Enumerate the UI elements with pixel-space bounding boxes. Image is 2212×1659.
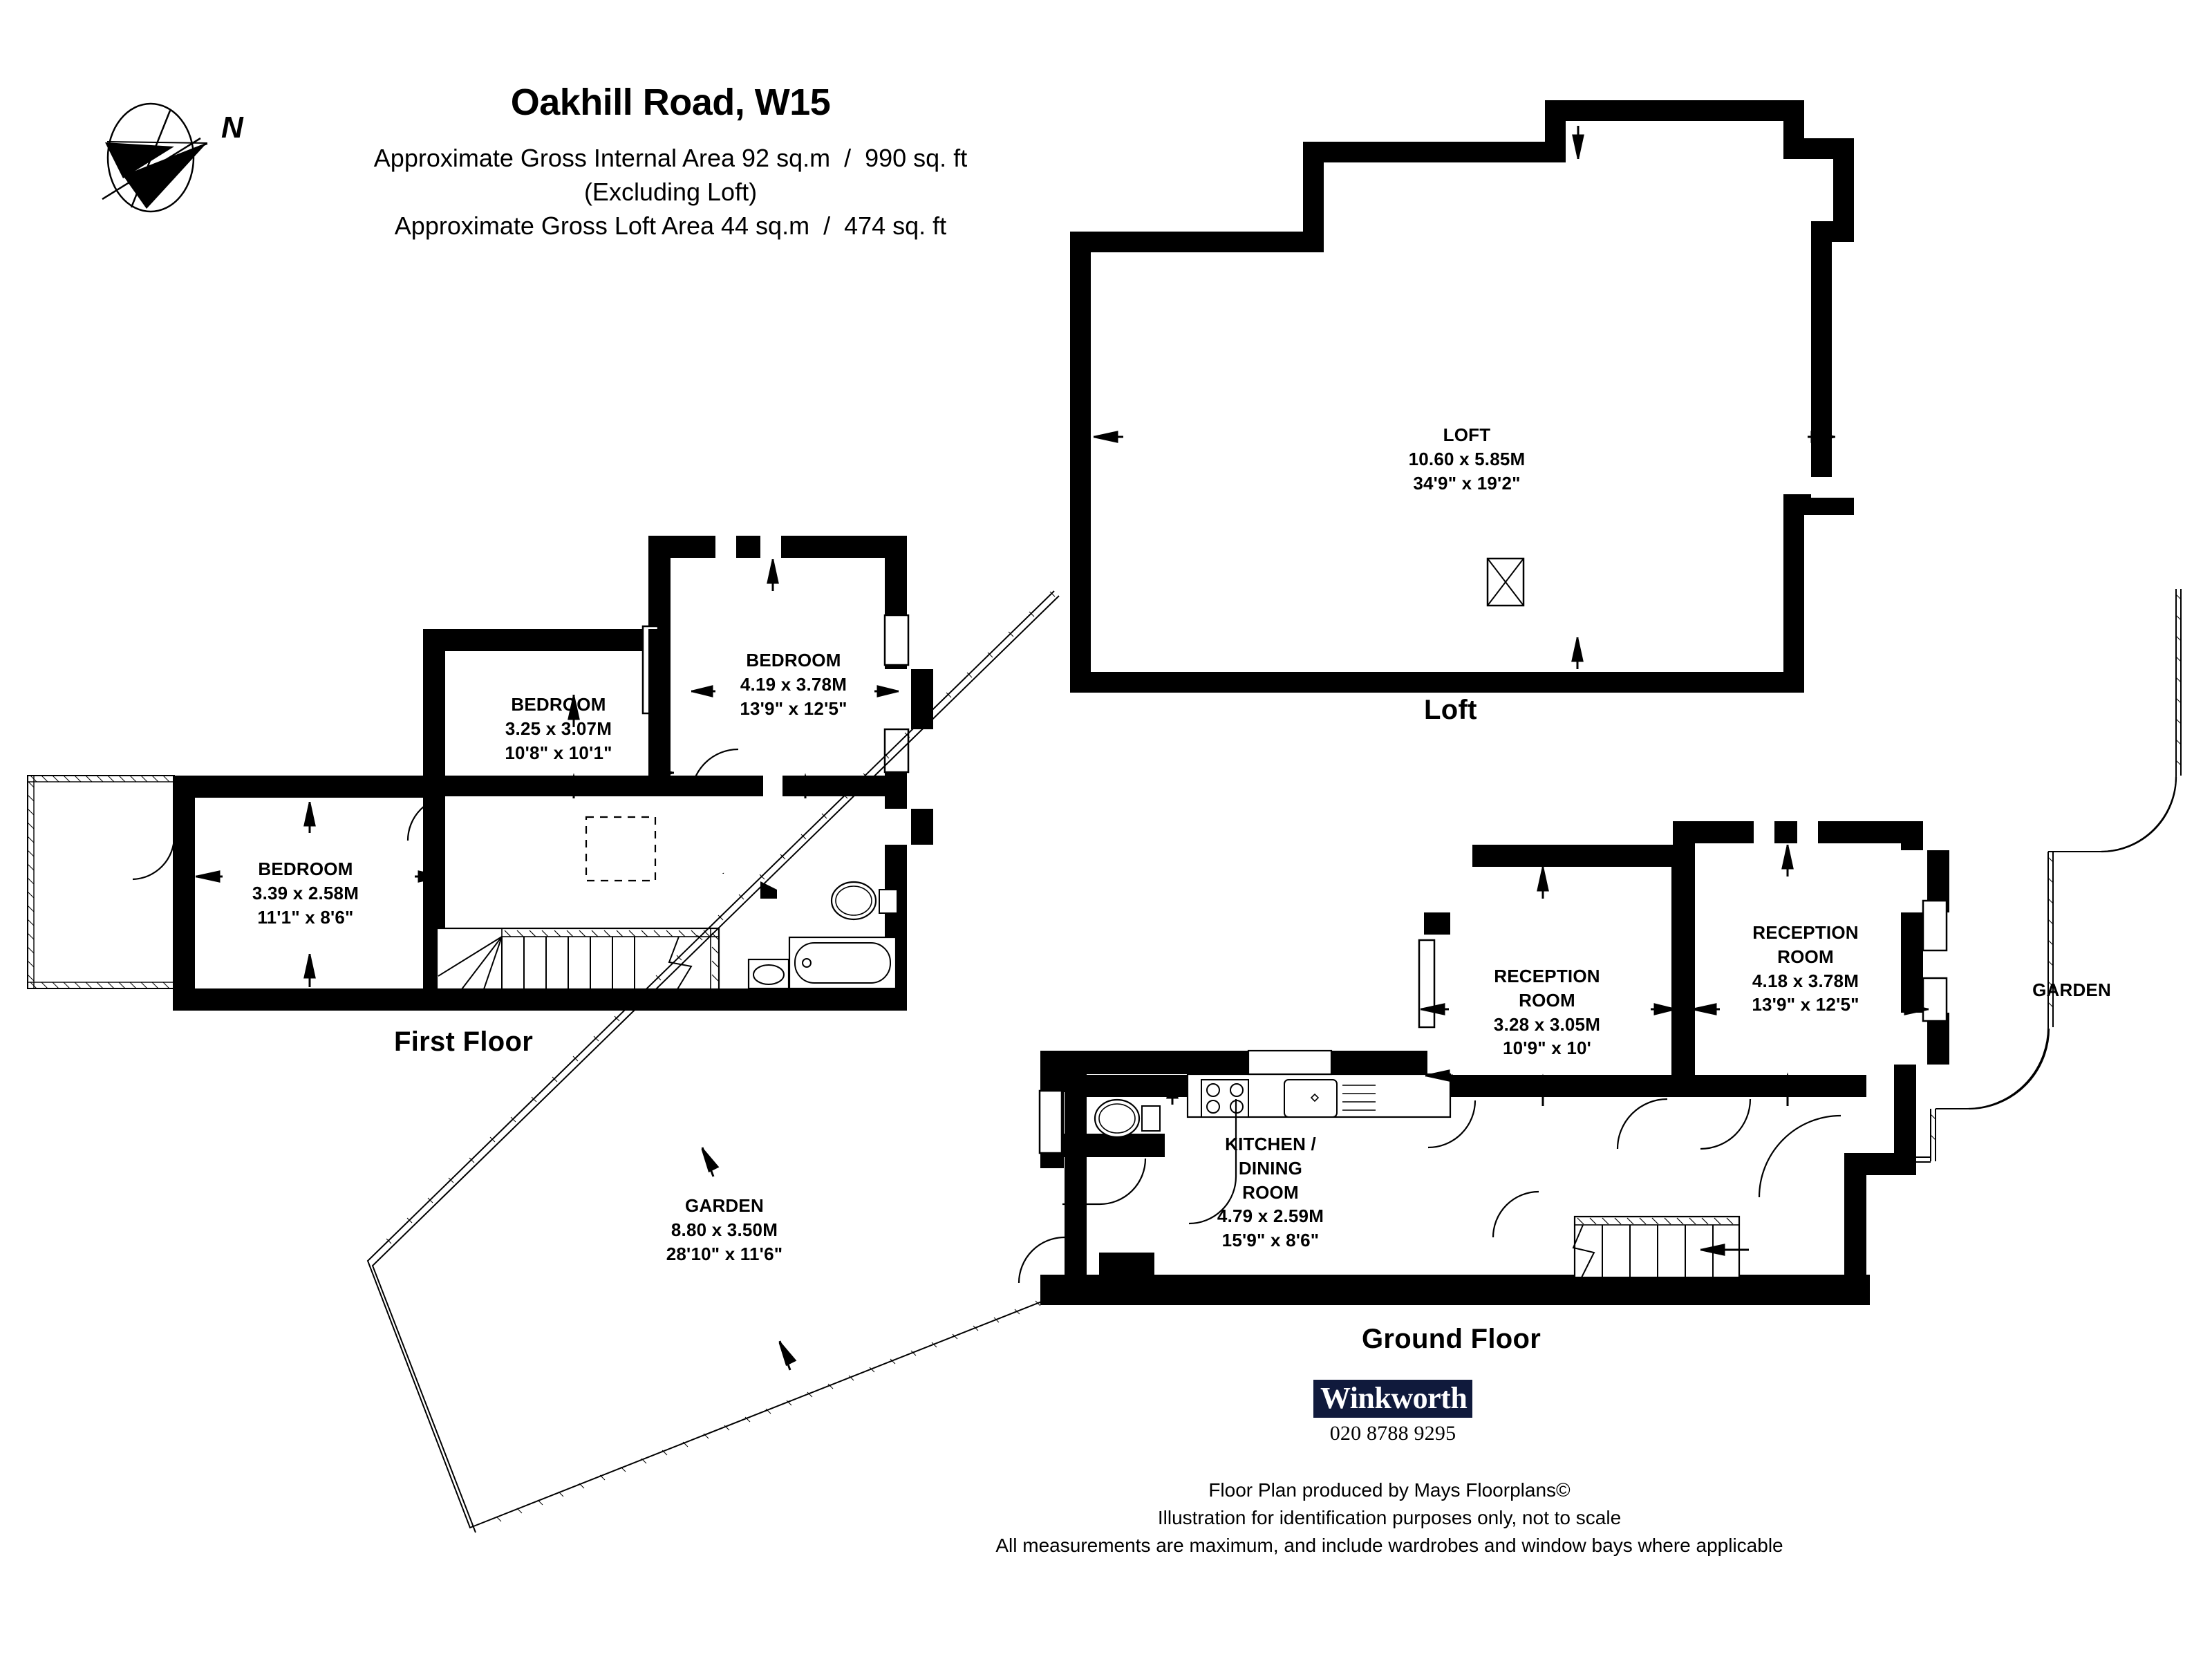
room-name-line3: ROOM — [1242, 1181, 1299, 1203]
area-line-excluding-loft: (Excluding Loft) — [583, 177, 758, 206]
floor-caption-loft: Loft — [1424, 695, 1477, 725]
room-name: BEDROOM — [746, 650, 841, 671]
first-floor-rear-boundary — [27, 775, 175, 989]
room-name-line2: ROOM — [1519, 989, 1575, 1011]
room-metric: 3.28 x 3.05M — [1493, 1013, 1601, 1035]
room-name: BEDROOM — [511, 694, 606, 715]
room-name-line2: ROOM — [1777, 946, 1834, 967]
ground-floor-dimension-arrows — [1068, 845, 1929, 1284]
room-label-kitchen-dining: KITCHEN / DINING ROOM 4.79 x 2.59M 15'9"… — [1217, 1132, 1324, 1253]
garden-main-boundary — [366, 590, 1082, 1533]
ground-wc-toilet — [1094, 1098, 1161, 1138]
footer-note-measurements: All measurements are maximum, and includ… — [995, 1534, 1783, 1556]
room-metric: 3.39 x 2.58M — [252, 882, 359, 903]
first-floor-door-rear-left — [132, 836, 176, 881]
first-floor-stairs — [435, 927, 720, 991]
ground-door-swings — [1018, 1098, 1841, 1284]
loft-hatch-icon — [1486, 557, 1525, 607]
footer-notes: Floor Plan produced by Mays Floorplans© … — [843, 1477, 1936, 1559]
room-name-line1: RECEPTION — [1494, 966, 1600, 986]
ground-kitchen-walls — [1038, 1051, 1870, 1305]
room-imperial: 34'9" x 19'2" — [1413, 472, 1521, 494]
room-metric: 4.18 x 3.78M — [1752, 970, 1859, 991]
garden-dimension-arrows — [701, 1147, 797, 1371]
first-floor-floorplan — [27, 536, 933, 1011]
room-name-line2: DINING — [1238, 1157, 1303, 1179]
room-metric: 4.79 x 2.59M — [1217, 1206, 1324, 1227]
compass-icon — [102, 102, 208, 213]
agency-logo-text: Winkworth — [1313, 1380, 1472, 1418]
ground-kitchen-counter — [1186, 1049, 1452, 1118]
room-metric: 4.19 x 3.78M — [740, 673, 847, 695]
first-floor-partition-2 — [445, 776, 763, 796]
room-name: BEDROOM — [258, 859, 353, 879]
ground-floor-floorplan — [1018, 589, 2182, 1305]
room-imperial: 10'8" x 10'1" — [505, 742, 612, 763]
room-name-line1: RECEPTION — [1752, 922, 1859, 943]
area-line-internal: Approximate Gross Internal Area 92 sq.m … — [373, 143, 968, 172]
first-floor-dimension-arrows — [196, 559, 899, 987]
room-imperial: 13'9" x 12'5" — [740, 697, 847, 719]
area-line-loft: Approximate Gross Loft Area 44 sq.m / 47… — [394, 211, 947, 240]
room-label-garden-main: GARDEN 8.80 x 3.50M 28'10" x 11'6" — [666, 1194, 783, 1266]
room-metric: 8.80 x 3.50M — [671, 1219, 778, 1240]
room-label-garden-side: GARDEN — [2032, 978, 2111, 1002]
first-floor-bathroom-fixtures — [747, 881, 898, 990]
room-name-line1: KITCHEN / — [1225, 1134, 1316, 1154]
footer-note-disclaimer: Illustration for identification purposes… — [1157, 1506, 1622, 1528]
room-metric: 3.25 x 3.07M — [505, 718, 612, 739]
room-name: GARDEN — [685, 1195, 764, 1216]
room-imperial: 15'9" x 8'6" — [1221, 1230, 1320, 1251]
ground-partition-bottom — [1424, 1075, 1866, 1097]
floor-caption-ground-floor: Ground Floor — [1362, 1324, 1541, 1354]
agency-phone: 020 8788 9295 — [1329, 1422, 1456, 1445]
room-label-bedroom-front: BEDROOM 4.19 x 3.78M 13'9" x 12'5" — [740, 648, 847, 720]
first-floor-cupboard-dashed — [585, 816, 657, 882]
room-imperial: 11'1" x 8'6" — [257, 906, 354, 928]
first-floor-partition-4 — [648, 629, 671, 796]
page-title: Oakhill Road, W15 — [510, 82, 831, 123]
room-metric: 10.60 x 5.85M — [1408, 448, 1526, 469]
footer-note-producer: Floor Plan produced by Mays Floorplans© — [1208, 1479, 1571, 1501]
header-block: Oakhill Road, W15 Approximate Gross Inte… — [263, 83, 1078, 243]
room-imperial: 13'9" x 12'5" — [1752, 994, 1859, 1015]
floor-caption-first-floor: First Floor — [394, 1027, 534, 1057]
ground-floor-garden-gates — [1968, 776, 2177, 1110]
loft-floorplan — [1070, 100, 1854, 693]
room-name: GARDEN — [2032, 980, 2111, 1000]
room-label-reception-front: RECEPTION ROOM 4.18 x 3.78M 13'9" x 12'5… — [1752, 921, 1859, 1017]
room-imperial: 28'10" x 11'6" — [666, 1243, 783, 1264]
room-label-reception-rear: RECEPTION ROOM 3.28 x 3.05M 10'9" x 10' — [1494, 964, 1600, 1060]
room-label-loft: LOFT 10.60 x 5.85M 34'9" x 19'2" — [1409, 423, 1526, 495]
room-name: LOFT — [1443, 424, 1491, 445]
room-label-bedroom-middle: BEDROOM 3.25 x 3.07M 10'8" x 10'1" — [505, 693, 612, 765]
room-imperial: 10'9" x 10' — [1502, 1038, 1592, 1059]
agency-logo: Winkworth 020 8788 9295 — [1313, 1380, 1472, 1447]
room-label-bedroom-rear: BEDROOM 3.39 x 2.58M 11'1" x 8'6" — [252, 857, 359, 929]
ground-floor-stairs — [1572, 1215, 1749, 1279]
compass-north-label: N — [221, 111, 243, 144]
loft-dimension-arrows — [1094, 126, 1835, 669]
ground-partition-vertical — [1671, 845, 1695, 1097]
